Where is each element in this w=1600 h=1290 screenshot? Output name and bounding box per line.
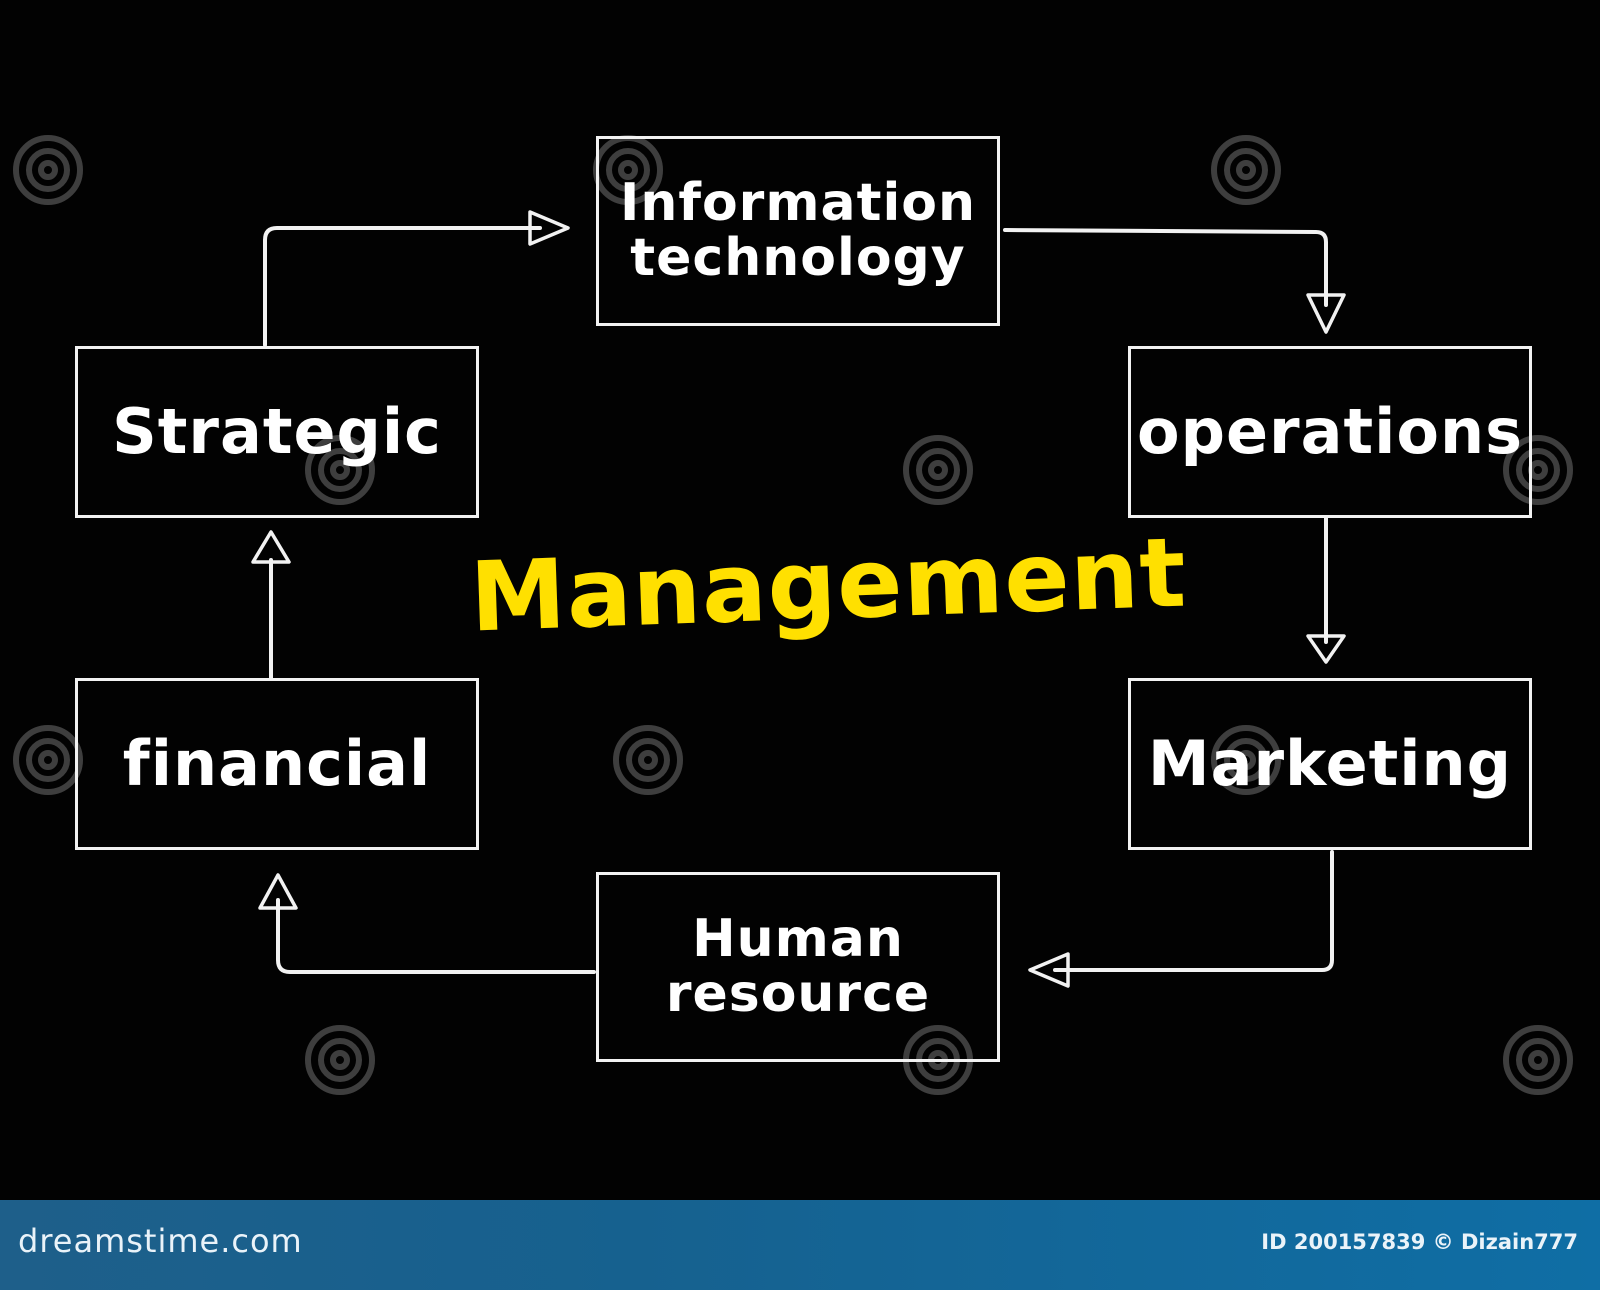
node-human-resource: Human resource: [596, 872, 1000, 1062]
watermark-spiral-icon: [1211, 725, 1281, 795]
node-label: operations: [1137, 395, 1523, 469]
node-label: financial: [122, 727, 432, 801]
node-label-line: resource: [665, 964, 931, 1024]
footer-credit: ID 200157839 © Dizain777: [1261, 1230, 1578, 1254]
arrow-left-icon: [1028, 952, 1070, 988]
diagram-board: Information technology Strategic operati…: [13, 135, 1573, 1095]
node-information-technology: Information technology: [596, 136, 1000, 326]
node-strategic: Strategic: [75, 346, 479, 518]
diagram-title: Management: [468, 516, 1189, 654]
connector-strategic-to-it: [263, 226, 542, 347]
watermark-spiral-icon: [1503, 1025, 1573, 1095]
arrow-up-icon: [258, 873, 298, 910]
arrow-down-icon: [1306, 293, 1346, 334]
arrow-right-icon: [528, 210, 570, 246]
watermark-spiral-icon: [13, 135, 83, 205]
connector-layer: [251, 210, 1346, 988]
watermark-spiral-icon: [613, 725, 683, 795]
node-label-line: Human: [692, 909, 904, 970]
watermark-spiral-icon: [305, 435, 375, 505]
node-financial: financial: [75, 678, 479, 850]
watermark-spiral-icon: [13, 725, 83, 795]
watermark-spiral-icon: [903, 435, 973, 505]
node-operations: operations: [1128, 346, 1532, 518]
watermark-spiral-icon: [305, 1025, 375, 1095]
stock-footer: dreamstime.com ID 200157839 © Dizain777: [0, 1200, 1600, 1290]
node-label-line: Information: [619, 173, 977, 234]
arrow-up-icon: [251, 530, 291, 564]
connector-hr-to-financial: [276, 898, 596, 974]
connector-marketing-to-hr: [1053, 850, 1334, 972]
node-label: Strategic: [112, 395, 442, 469]
arrow-down-icon: [1306, 634, 1346, 664]
node-label-line: technology: [630, 228, 966, 288]
node-marketing: Marketing: [1128, 678, 1532, 850]
node-label: Marketing: [1147, 727, 1513, 801]
watermark-spiral-icon: [1211, 135, 1281, 205]
footer-brand: dreamstime.com: [18, 1222, 303, 1260]
connector-it-to-operations: [1003, 228, 1328, 307]
